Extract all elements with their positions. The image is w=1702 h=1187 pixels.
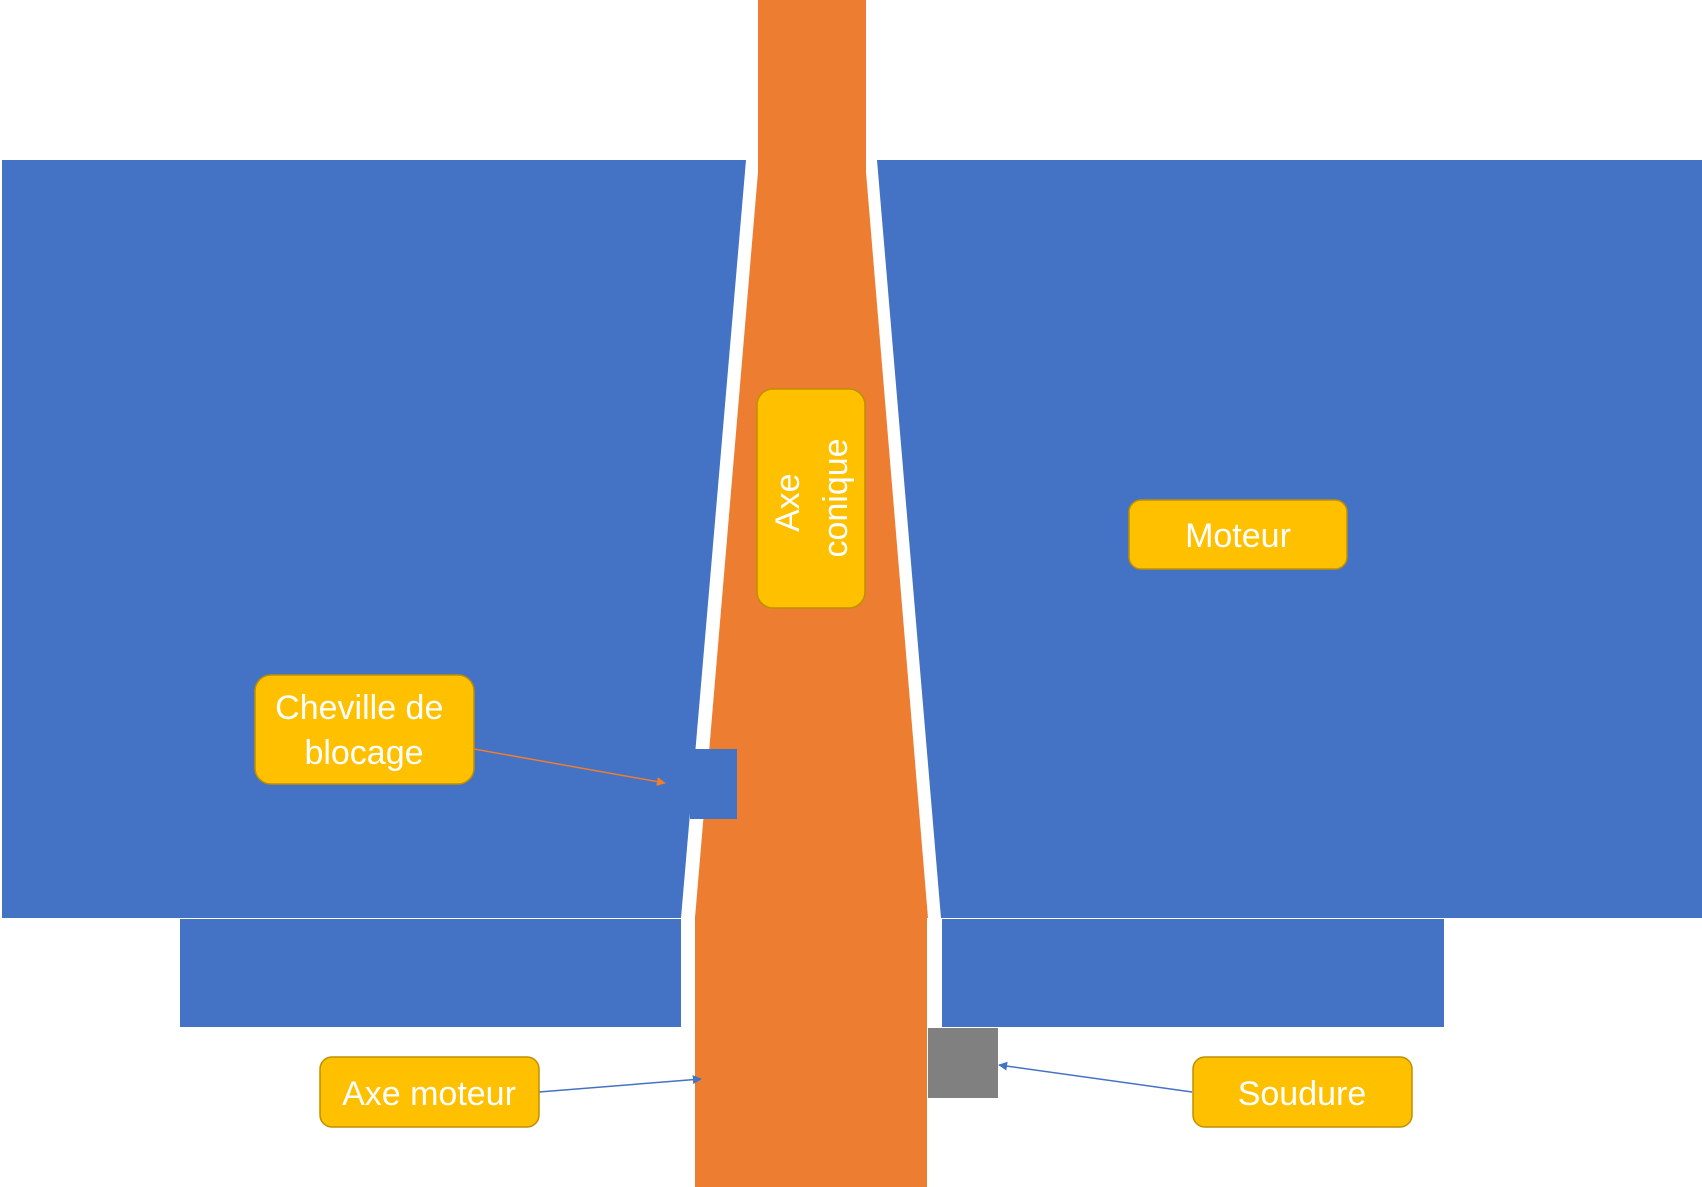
- label-axe-moteur-text: Axe moteur: [342, 1075, 516, 1113]
- soudure-arrow: [998, 1061, 1193, 1093]
- label-cheville-de-blocage: Cheville de blocage: [254, 674, 475, 785]
- label-cheville-line1: Cheville de: [275, 689, 443, 727]
- motor-body-left: [2, 160, 746, 918]
- svg-text:Cheville de blocage: Cheville de blocage: [275, 689, 453, 772]
- label-axe-conique-line1: Axe: [769, 473, 807, 532]
- label-moteur: Moteur: [1128, 499, 1348, 570]
- weld-block: [928, 1028, 998, 1098]
- label-moteur-text: Moteur: [1185, 517, 1291, 555]
- label-axe-conique-line2: conique: [817, 438, 855, 557]
- axe-moteur-arrow: [538, 1075, 702, 1093]
- locking-pin: [690, 749, 737, 819]
- label-soudure: Soudure: [1192, 1056, 1413, 1128]
- label-soudure-text: Soudure: [1238, 1075, 1367, 1113]
- label-axe-moteur: Axe moteur: [319, 1056, 540, 1128]
- cheville-arrow: [473, 748, 666, 787]
- motor-base-right: [942, 919, 1444, 1027]
- label-axe-conique: Axe conique: [756, 388, 866, 609]
- label-cheville-line2: blocage: [304, 734, 423, 772]
- motor-shaft: [695, 916, 927, 1187]
- svg-text:Axe conique: Axe conique: [769, 438, 855, 557]
- motor-base-left: [180, 919, 681, 1027]
